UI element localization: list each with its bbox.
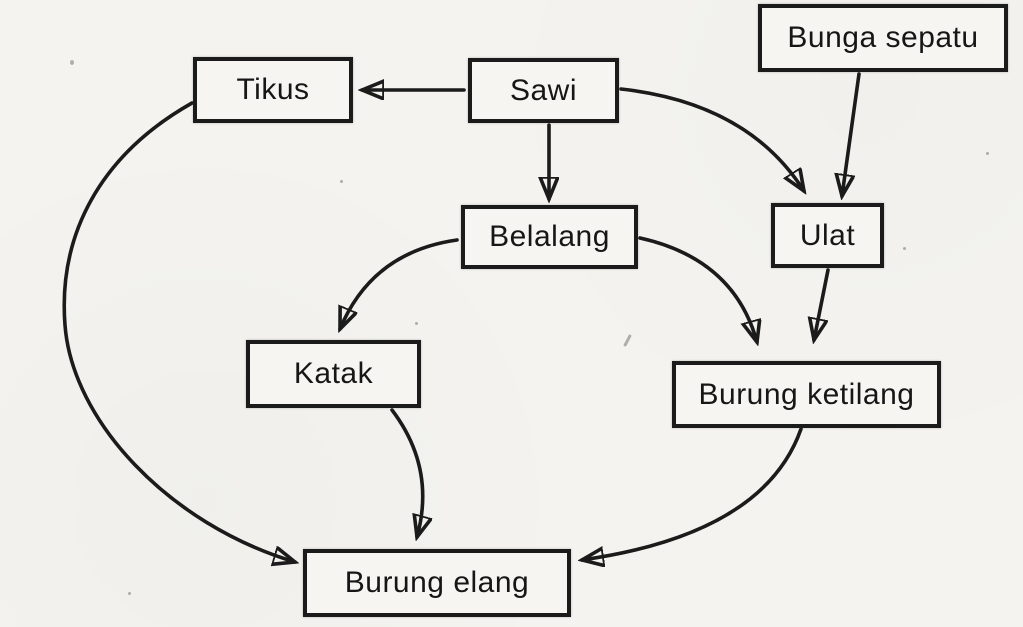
node-sawi: Sawi — [468, 58, 619, 123]
node-ulat: Ulat — [771, 203, 884, 268]
node-burung-elang: Burung elang — [303, 549, 571, 617]
node-bunga-sepatu: Bunga sepatu — [758, 4, 1008, 72]
paper-speck — [340, 180, 343, 183]
node-katak-label: Katak — [293, 357, 374, 390]
node-sawi-label: Sawi — [509, 73, 578, 107]
edge-belalang-katak — [340, 238, 459, 329]
node-burung-elang-label: Burung elang — [344, 566, 530, 599]
node-burung-ketilang: Burung ketilang — [672, 361, 941, 428]
edge-bunga-sepatu-ulat — [842, 72, 861, 196]
edge-burung-ketilang-burung-elang — [582, 427, 803, 560]
node-ulat-label: Ulat — [799, 218, 856, 252]
node-belalang-label: Belalang — [489, 220, 610, 253]
node-bunga-sepatu-label: Bunga sepatu — [787, 21, 979, 54]
edge-tikus-burung-elang — [62, 101, 295, 562]
node-tikus-label: Tikus — [236, 73, 310, 106]
edge-belalang-burung-ketilang — [638, 236, 757, 342]
paper-speck — [128, 592, 131, 595]
edge-sawi-ulat — [619, 87, 804, 191]
paper-speck — [986, 152, 989, 155]
node-katak: Katak — [246, 340, 421, 408]
edge-katak-burung-elang — [390, 408, 423, 537]
paper-speck — [903, 247, 906, 250]
paper-speck — [415, 322, 418, 325]
paper-speck — [70, 60, 74, 65]
node-belalang: Belalang — [461, 205, 638, 269]
node-tikus: Tikus — [193, 57, 353, 123]
edge-ulat-burung-ketilang — [814, 268, 830, 340]
node-burung-ketilang-label: Burung ketilang — [698, 377, 915, 411]
